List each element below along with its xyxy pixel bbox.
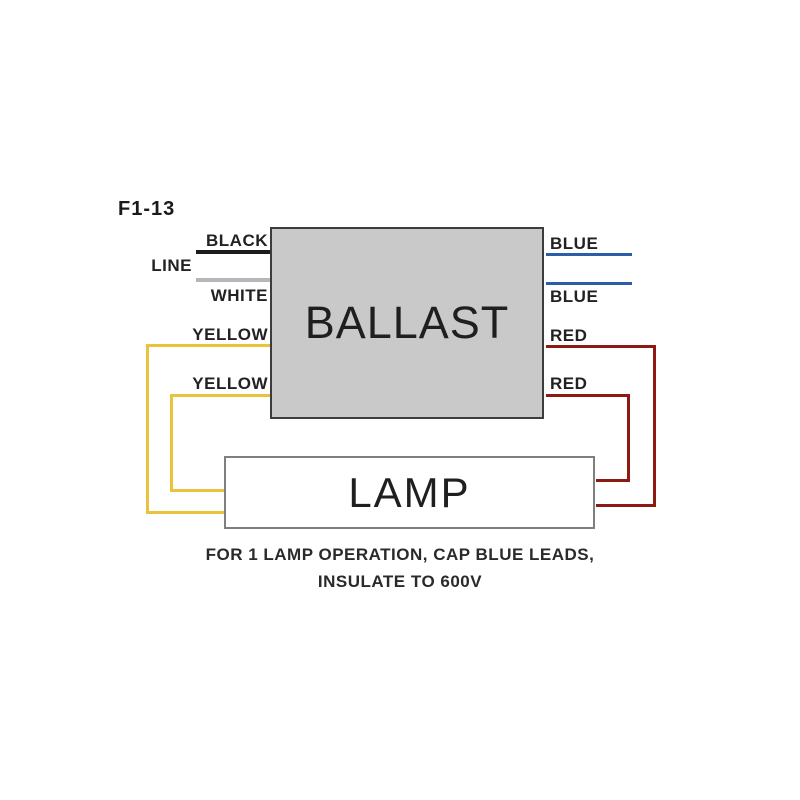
blue-wire-bottom-label: BLUE bbox=[550, 287, 599, 306]
yellow-wire-bottom-label: YELLOW bbox=[192, 374, 268, 393]
caption-line-2: INSULATE TO 600V bbox=[317, 572, 483, 591]
caption: FOR 1 LAMP OPERATION, CAP BLUE LEADS, IN… bbox=[0, 541, 800, 595]
lamp-box: LAMP bbox=[224, 456, 595, 529]
red-wire-bottom-label: RED bbox=[550, 374, 588, 393]
yellow-wire-top-label: YELLOW bbox=[192, 325, 268, 344]
ballast-box: BALLAST bbox=[270, 227, 544, 419]
black-wire-label: BLACK bbox=[206, 231, 268, 250]
white-wire-label: WHITE bbox=[210, 286, 268, 305]
caption-line-1: FOR 1 LAMP OPERATION, CAP BLUE LEADS, bbox=[205, 545, 595, 564]
line-label: LINE bbox=[151, 256, 192, 275]
lamp-label: LAMP bbox=[348, 468, 471, 516]
ballast-label: BALLAST bbox=[304, 297, 510, 348]
blue-wire-top-label: BLUE bbox=[550, 234, 599, 253]
figure-id-label: F1-13 bbox=[118, 198, 176, 220]
red-wire-top-label: RED bbox=[550, 326, 588, 345]
